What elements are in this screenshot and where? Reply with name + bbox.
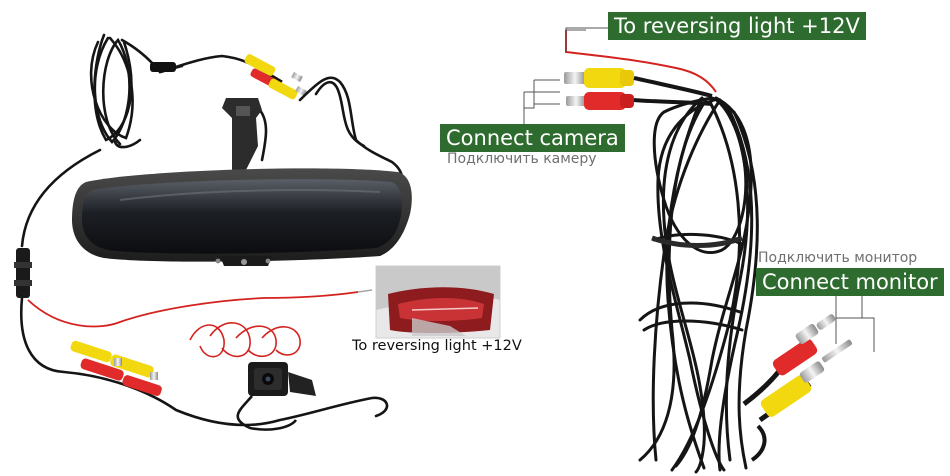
label-connect-camera: Connect camera (440, 124, 625, 152)
leader-lines (523, 27, 875, 352)
cable-plug (150, 62, 176, 72)
rca-plugs-bottom-right (742, 314, 852, 462)
label-connect-monitor-ru: Подключить монитор (758, 250, 918, 266)
camera-pigtail (236, 395, 298, 431)
mirror-wiring-left (14, 33, 412, 431)
cable-coil (638, 96, 759, 474)
mirror-mount (222, 98, 262, 170)
rca-pair-top (244, 54, 307, 100)
label-connect-monitor: Connect monitor (756, 268, 944, 296)
camera-cable-left (20, 148, 389, 427)
rear-camera (248, 362, 316, 396)
label-connect-camera-ru: Подключить камеру (447, 151, 597, 167)
rca-pair-bottom (70, 340, 162, 396)
inline-connector (14, 248, 32, 298)
inset-taillight-photo (375, 265, 501, 339)
coiled-red-wire (189, 322, 301, 358)
red-power-wire (565, 30, 717, 93)
red-wire-left (27, 291, 359, 328)
label-reversing-light-top: To reversing light +12V (608, 12, 866, 40)
extension-cable-right (523, 27, 875, 474)
rear-view-mirror (72, 168, 412, 266)
label-reversing-light-inset: To reversing light +12V (352, 338, 522, 354)
